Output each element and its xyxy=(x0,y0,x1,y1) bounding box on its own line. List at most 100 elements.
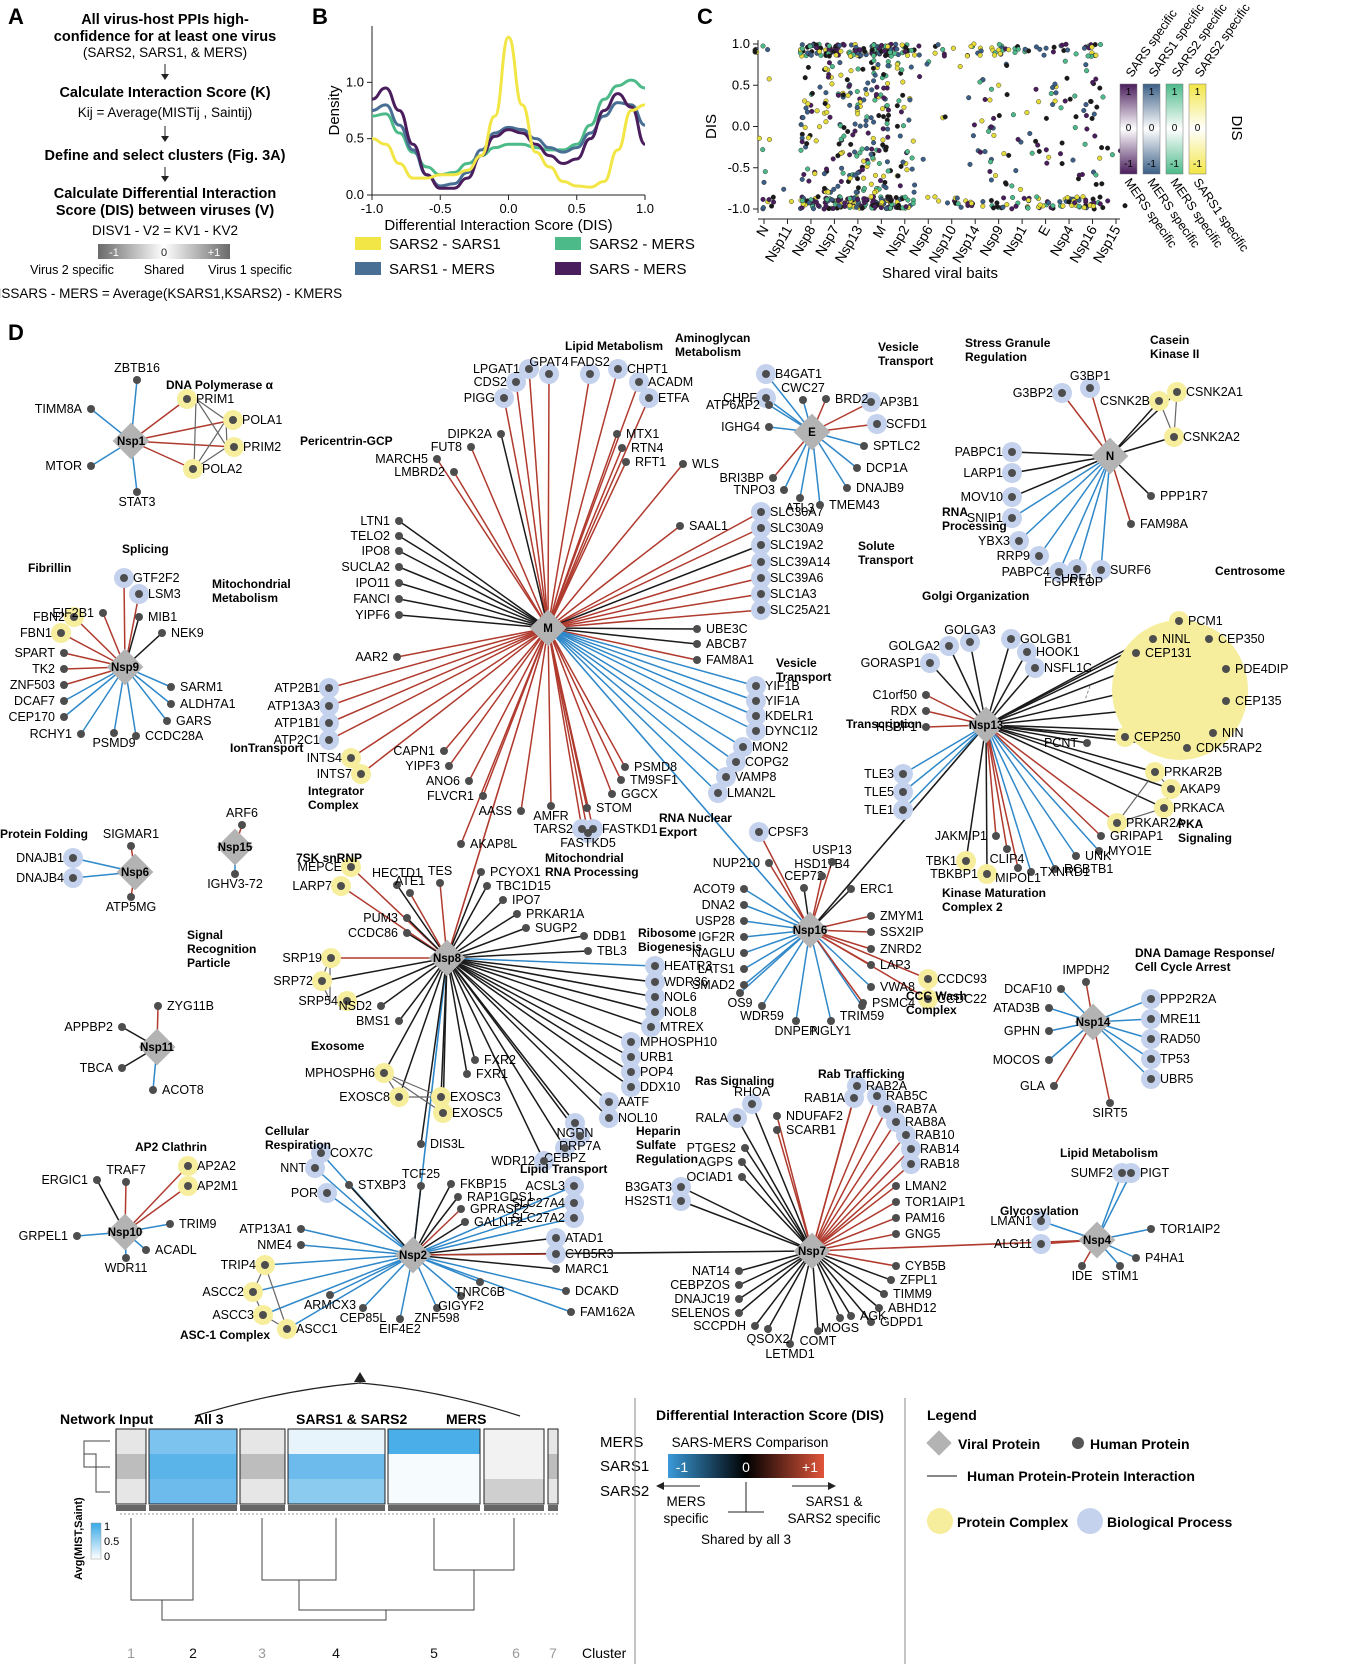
protein-node-rrp7a xyxy=(576,1132,584,1140)
scatter-point-m xyxy=(883,147,889,153)
scatter-point-nsp2 xyxy=(912,52,918,58)
protein-label-prkar2a: PRKAR2A xyxy=(1126,816,1185,830)
group-label-export: Export xyxy=(659,825,697,839)
scatter-point-m xyxy=(872,72,878,78)
arrow-1-head xyxy=(161,74,169,80)
protein-label-mtrex: MTREX xyxy=(660,1020,704,1034)
protein-label-cds2: CDS2 xyxy=(474,375,507,389)
edge-m-ggcx xyxy=(547,627,613,795)
protein-label-slc39a14: SLC39A14 xyxy=(770,555,831,569)
protein-node-rab8a xyxy=(892,1118,900,1126)
group-label-processing: Processing xyxy=(942,519,1007,533)
scatter-point-nsp1 xyxy=(1018,186,1024,192)
edge-m-ints4 xyxy=(350,627,549,759)
protein-label-rrp9: RRP9 xyxy=(997,549,1030,563)
protein-node-fam8a1 xyxy=(693,656,701,664)
protein-node-atp5mg xyxy=(127,893,135,901)
group-label-heparin: Heparin xyxy=(636,1124,681,1138)
scatter-point-m xyxy=(879,199,885,205)
series-line-sars2-sars1 xyxy=(371,35,646,189)
brace-arrow xyxy=(354,1372,366,1382)
protein-node-tbc1d15 xyxy=(483,882,491,890)
colorbar-tick: 1 xyxy=(1149,87,1155,98)
protein-node-srp19 xyxy=(327,954,335,962)
scatter-point-nsp8 xyxy=(817,84,823,90)
colorbar-tick: 1 xyxy=(1172,87,1178,98)
scatter-point-e xyxy=(1041,52,1047,58)
protein-node-b3gat3 xyxy=(677,1183,685,1191)
protein-label-zbtb16: ZBTB16 xyxy=(114,361,160,375)
protein-label-atp5mg: ATP5MG xyxy=(106,900,156,914)
viral-label-nsp7: Nsp7 xyxy=(798,1246,826,1258)
col-dendrogram-3 xyxy=(433,1518,515,1571)
dis-right-line2: SARS2 specific xyxy=(787,1511,880,1526)
protein-node-akap9 xyxy=(1167,785,1175,793)
viral-label-nsp8: Nsp8 xyxy=(433,953,462,965)
protein-label-fkbp15: FKBP15 xyxy=(460,1177,507,1191)
scatter-point-nsp8 xyxy=(804,109,810,115)
protein-label-ate1: ATE1 xyxy=(395,874,425,888)
col-dendrogram-4 xyxy=(298,1570,475,1611)
protein-node-sarm1 xyxy=(167,683,175,691)
scatter-point-nsp13 xyxy=(852,172,858,178)
protein-label-lman2: LMAN2 xyxy=(905,1179,947,1193)
scatter-point-nsp6 xyxy=(916,43,922,49)
protein-node-rchy1 xyxy=(77,730,85,738)
viral-label-nsp6: Nsp6 xyxy=(121,867,149,879)
scatter-point-m xyxy=(868,194,874,200)
group-label-asc-1-complex: ASC-1 Complex xyxy=(180,1328,270,1342)
bar-tick-neg: -1 xyxy=(109,247,119,259)
row-label-sars1: SARS1 xyxy=(600,1458,649,1475)
group-label-rab-trafficking: Rab Trafficking xyxy=(818,1067,905,1081)
scale-tick-1: 1 xyxy=(104,1521,110,1533)
protein-label-sumf2: SUMF2 xyxy=(1071,1166,1113,1180)
protein-label-ipo7: IPO7 xyxy=(512,893,541,907)
scatter-point-nsp4 xyxy=(1057,151,1063,157)
x-axis-title: Differential Interaction Score (DIS) xyxy=(384,217,612,234)
edge-nsp8-nol6 xyxy=(446,957,656,998)
protein-node-selenos xyxy=(735,1309,743,1317)
heat-density-strip-2 xyxy=(149,1505,237,1511)
protein-label-mocos: MOCOS xyxy=(993,1053,1040,1067)
protein-label-ndufaf2: NDUFAF2 xyxy=(786,1109,843,1123)
protein-node-rab5c xyxy=(873,1092,881,1100)
x-tick-label: -0.5 xyxy=(429,201,451,216)
scatter-point-m xyxy=(876,113,882,119)
protein-node-ninl xyxy=(1149,635,1157,643)
edge-m-pigg xyxy=(503,397,549,629)
scatter-point-nsp7 xyxy=(835,183,841,189)
protein-label-cep170: CEP170 xyxy=(8,710,55,724)
network-nodes: ZBTB16TIMM8AMTORSTAT3PRIM1POLA1PRIM2POLA… xyxy=(0,331,1289,1361)
protein-label-ube3c: UBE3C xyxy=(706,622,748,636)
group-label-transport: Transport xyxy=(858,553,913,567)
edge-nsp8-urb1 xyxy=(446,957,632,1058)
protein-label-aatf: AATF xyxy=(618,1095,649,1109)
protein-node-lman2 xyxy=(892,1182,900,1190)
scatter-point-nsp2 xyxy=(908,64,914,70)
edge-nsp16-psmc4 xyxy=(809,929,864,1004)
scatter-point-nsp13 xyxy=(859,205,865,211)
scatter-point-nsp7 xyxy=(826,53,832,59)
complex-swatch xyxy=(927,1508,953,1534)
edge-m-capn1 xyxy=(443,627,549,752)
protein-label-snip1: SNIP1 xyxy=(967,511,1003,525)
scatter-point-nsp4 xyxy=(1072,125,1078,131)
edge-m-yif1a xyxy=(547,627,757,702)
edge-nsp2-nnt xyxy=(314,1167,414,1256)
edge-nsp8-tbc1d15 xyxy=(446,885,488,959)
protein-label-appbp2: APPBP2 xyxy=(64,1020,113,1034)
protein-label-tbl3: TBL3 xyxy=(597,944,627,958)
scatter-point-m xyxy=(872,203,878,209)
protein-label-lpgat1: LPGAT1 xyxy=(473,362,520,376)
protein-label-rrp7a: RRP7A xyxy=(559,1139,601,1153)
protein-label-rab10: RAB10 xyxy=(915,1128,955,1142)
network-legend: Legend Viral Protein Human Protein Human… xyxy=(926,1407,1232,1534)
scatter-point-nsp7 xyxy=(824,196,830,202)
scatter-point-e xyxy=(1053,90,1059,96)
scatter-point-nsp7 xyxy=(836,198,842,204)
scatter-point-nsp15 xyxy=(1122,203,1128,209)
scatter-point-nsp13 xyxy=(855,196,861,202)
col-dendrogram-2 xyxy=(261,1518,337,1581)
scatter-point-nsp13 xyxy=(847,152,853,158)
